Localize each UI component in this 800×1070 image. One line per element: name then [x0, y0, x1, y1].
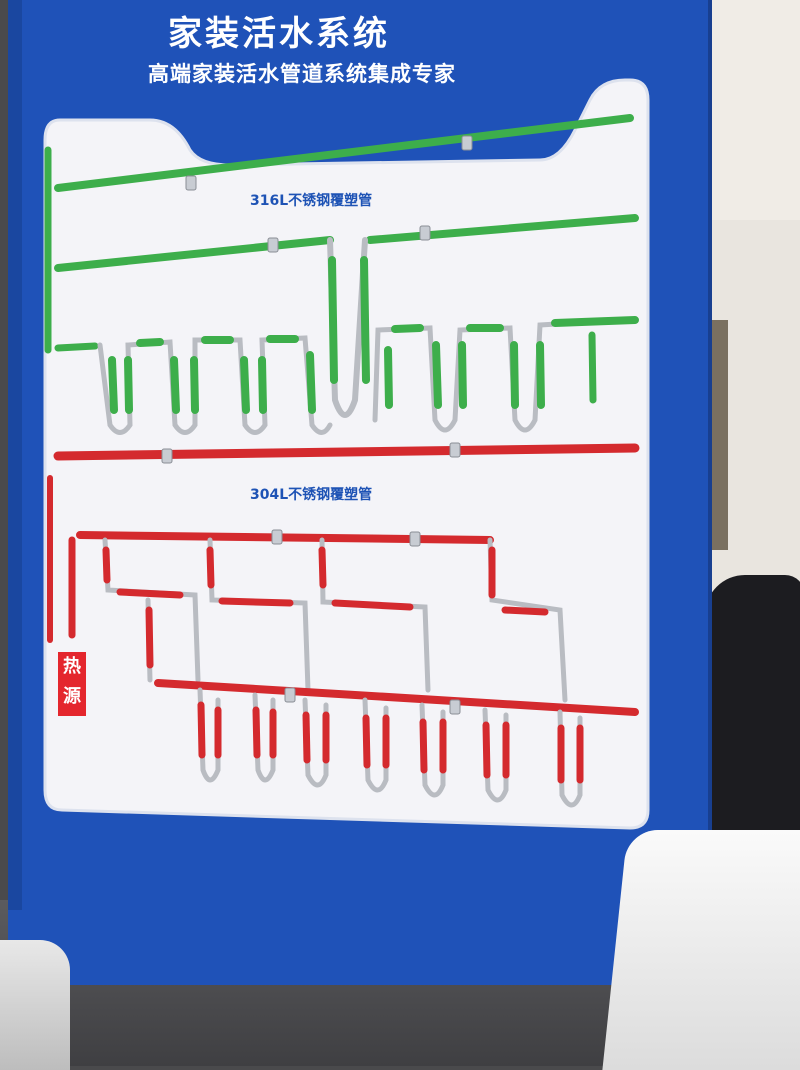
pipe-fittings — [161, 135, 473, 715]
person-silhouette — [705, 575, 800, 855]
red-pipe-network — [47, 443, 640, 808]
white-chair-left — [0, 940, 70, 1070]
board-title: 家装活水系统 — [168, 14, 390, 54]
green-pipe-network — [44, 114, 639, 435]
heat-sign-char-2: 源 — [63, 686, 81, 707]
board-subtitle: 高端家装活水管道系统集成专家 — [148, 62, 456, 86]
white-chair — [602, 830, 800, 1070]
green-pipe-label: 316L不锈钢覆塑管 — [250, 193, 373, 209]
heat-source-sign: 热 源 — [58, 652, 86, 716]
wall-frame — [708, 320, 728, 550]
red-pipe-label: 304L不锈钢覆塑管 — [250, 487, 373, 503]
heat-sign-char-1: 热 — [63, 656, 81, 677]
